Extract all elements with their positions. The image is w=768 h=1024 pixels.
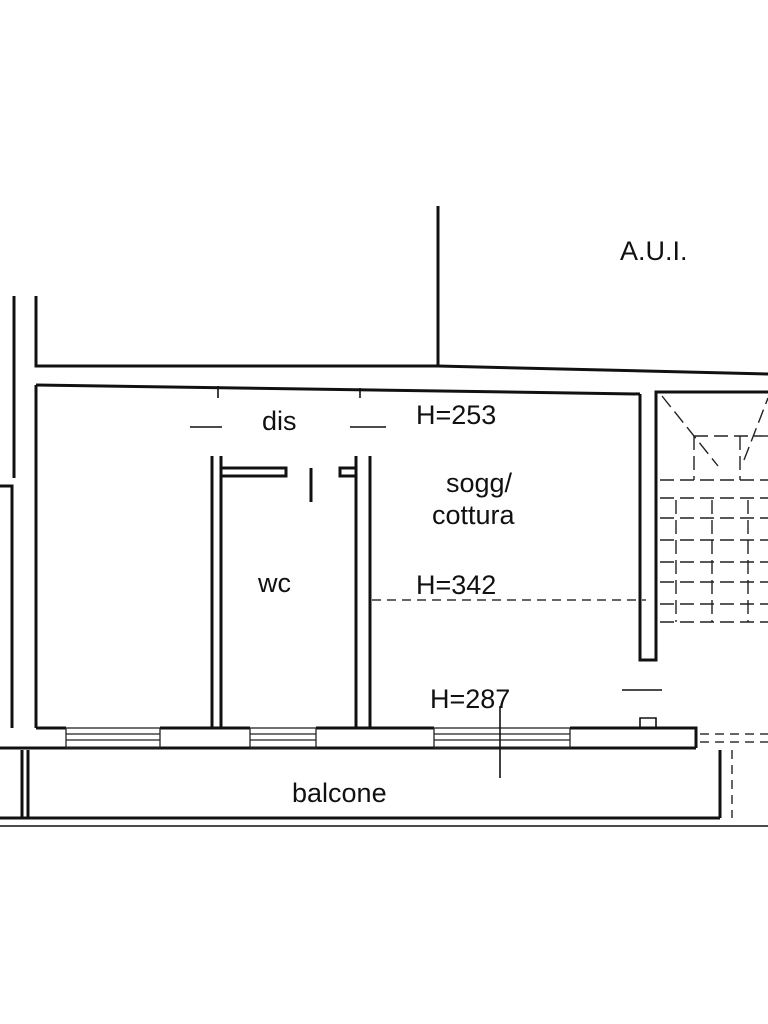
label-sogg: sogg/ [446, 468, 513, 498]
interior-walls [190, 386, 386, 728]
label-h253: H=253 [416, 400, 496, 430]
exterior-walls [0, 206, 768, 728]
label-wc: wc [257, 568, 291, 598]
label-dis: dis [262, 406, 297, 436]
section-markers [372, 599, 662, 778]
label-balcone: balcone [292, 778, 387, 808]
label-h287: H=287 [430, 684, 510, 714]
staircase [660, 395, 768, 623]
balcony [0, 733, 768, 827]
label-aui: A.U.I. [620, 236, 688, 266]
window-kitchen [433, 727, 571, 749]
window-left [65, 727, 161, 749]
facade-wall [0, 717, 698, 750]
label-h342: H=342 [416, 570, 496, 600]
window-wc [249, 727, 317, 749]
label-cottura: cottura [432, 500, 516, 530]
